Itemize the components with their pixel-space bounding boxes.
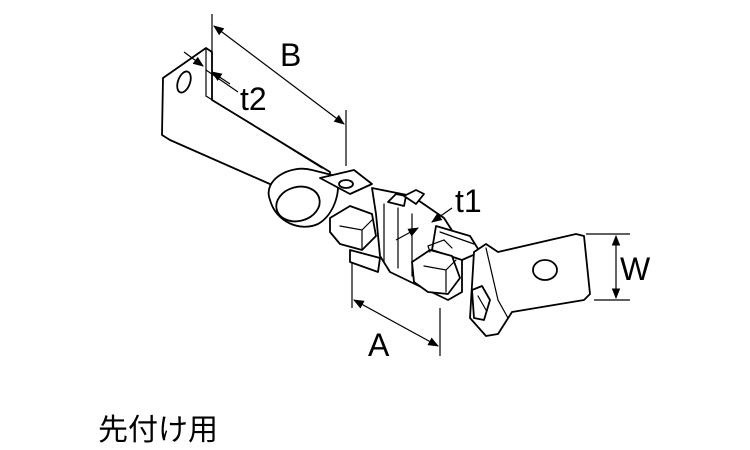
left-hanger-bracket: [161, 47, 373, 228]
dimension-w: W: [586, 233, 651, 301]
bracket-upper-hole: [176, 70, 192, 94]
dim-label-w: W: [620, 251, 651, 287]
right-plate: [469, 233, 591, 337]
right-bolt-nut: [411, 239, 461, 295]
dimension-a: A: [351, 262, 441, 363]
dim-label-b: B: [280, 37, 301, 73]
left-bolt: [329, 205, 381, 273]
dim-label-a: A: [368, 327, 390, 363]
dimension-t1: t1: [395, 183, 482, 241]
dimension-t2: t2: [183, 51, 267, 117]
plate-hole: [532, 259, 558, 281]
caption-text: 先付け用: [98, 413, 218, 448]
dim-label-t2: t2: [240, 81, 267, 117]
dim-label-t1: t1: [455, 183, 482, 219]
dimension-b: B: [211, 14, 347, 166]
lug-hole: [275, 185, 321, 223]
